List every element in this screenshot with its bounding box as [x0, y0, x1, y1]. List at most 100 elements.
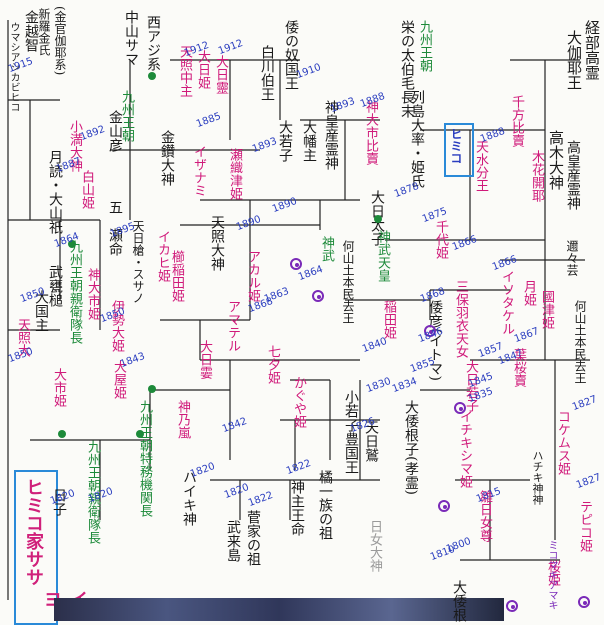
name-shiragi: 新羅金氏: [37, 8, 51, 56]
name-kotoyo: 小若子豊国王: [343, 390, 359, 474]
name-col2-pink-2: 大屋姫: [111, 360, 126, 399]
name-takagi: 高木大神: [547, 130, 565, 190]
name-kamiyo: ミコマキアマキ: [546, 540, 557, 610]
name-col3-pink-8: アマテル: [225, 300, 240, 352]
name-right-pink-1: 千方比賣: [509, 95, 524, 147]
name-buke: 武来島: [225, 520, 241, 562]
name-daikoku: 大国主: [33, 290, 49, 332]
marker-circle: [290, 258, 302, 270]
name-itsuse: 五 瀬命: [107, 200, 123, 256]
name-dai: 大倭根: [451, 580, 467, 622]
name-kyushu-dynasty-2: 九州王朝: [417, 20, 432, 72]
name-wakebu: 九州王朝特務機関長: [137, 400, 152, 517]
name-daikei: 大幡主: [301, 120, 317, 162]
name-nakayama: 中山サマ: [123, 10, 139, 66]
name-col4-pink-2: 七夕姫: [265, 345, 280, 384]
name-left-pink-1: 天照大: [15, 318, 30, 357]
name-right-pink-5: 國津姫: [539, 290, 554, 329]
name-nibu: 邇々芸: [565, 240, 579, 276]
marker-circle: [424, 325, 436, 337]
marker-circle: [438, 500, 450, 512]
name-yamato-hiko: 倭彦(イトマ): [427, 300, 443, 381]
name-right-pink-6: 葉桜賣: [511, 348, 526, 387]
name-kanesan: 金山彦: [107, 110, 123, 152]
name-himiko-left: 日子: [51, 488, 67, 516]
name-kamumi: 神皇産霊神: [323, 100, 339, 170]
name-nishi: 西アジ系: [145, 15, 161, 71]
name-takemika: 武甕槌: [47, 265, 63, 307]
name-col3-pink-7: イカヒ姫: [155, 230, 170, 282]
name-shinnushi: 神主王命: [289, 480, 305, 536]
name-daigaya: 大伽耶王: [565, 30, 583, 90]
name-col4-pink-1: アカル姫: [245, 250, 260, 302]
name-col3-pink-1: 天照中主: [177, 45, 192, 97]
name-col3-pink-5: 瀬織津姫: [227, 148, 242, 200]
name-kyushu-dynasty-1: 九州王朝: [119, 90, 134, 142]
name-col5-pink-7: 雛日女尊: [477, 490, 492, 542]
name-tachibana: 橘一族の祖: [317, 470, 333, 540]
name-umasashi: ウマシアシカビヒコ: [8, 22, 19, 112]
name-takami: 高皇産霊神: [565, 140, 581, 210]
marker-circle: [312, 290, 324, 302]
name-left-pink-4: 大市姫: [51, 368, 66, 407]
name-kishu: 大倭根子(孝霊): [403, 400, 419, 495]
name-col3-pink-10: 神乃嵐: [175, 400, 190, 439]
name-col5-pink-2: 稲田姫: [381, 300, 396, 339]
name-col4-pink-3: かぐや姫: [291, 376, 306, 428]
photo-strip: [54, 598, 504, 621]
name-hachiki: ハチキ神神: [531, 450, 544, 505]
name-col4-green: 神武: [319, 236, 334, 262]
himiko-family-label: ヒミコ家ササ: [23, 478, 44, 586]
name-kinkan: (金官伽耶系): [53, 6, 67, 76]
name-col3-pink-9: 大日孁: [197, 340, 212, 379]
name-col5-pink-5: イチキシマ姫: [457, 410, 472, 488]
name-col5-pink-4: 大日若子: [463, 360, 478, 412]
name-col5-pink-1: 神大市比賣: [363, 100, 378, 165]
name-kamutake: 神武天皇: [375, 230, 390, 282]
name-right-pink-4: 月姫: [521, 280, 536, 306]
name-tsukuyomi: 月読・大山祇: [47, 150, 63, 234]
green-dot: [68, 240, 76, 248]
name-tepiko: テピコ姫: [577, 500, 592, 552]
name-kyushu-guard-2: 九州王朝親衛隊長: [85, 440, 100, 544]
name-col5-pink-8: 天水分王: [473, 140, 488, 192]
name-col3-pink-6: 櫛稲田姫: [169, 250, 184, 302]
name-yamato-ou: 倭の奴国王: [283, 20, 299, 90]
name-hinogo: 天日槍・スサノ: [131, 220, 145, 304]
marker-circle: [578, 596, 590, 608]
green-dot: [58, 430, 66, 438]
name-hainomiya: ハイキ神: [181, 470, 197, 526]
name-col5-pink-3: 三保羽衣天女: [453, 280, 468, 358]
green-dot: [148, 72, 156, 80]
name-col5-pink-6: 千代姫: [433, 220, 448, 259]
name-kinkou: 金鑽大神: [159, 130, 175, 186]
name-takemikazuchi: 何山土本民去王: [341, 240, 355, 324]
name-dainhonkai: 栄の太伯毛長末: [399, 20, 415, 118]
name-himesan: 日女大神: [367, 520, 382, 572]
marker-circle: [454, 402, 466, 414]
name-left-pink-2: 小満大神: [67, 120, 82, 172]
name-daijou: 大若子: [277, 120, 293, 162]
name-right-pink-7: 桜姫: [545, 560, 560, 586]
himiko-label: ヒミコ: [449, 128, 463, 164]
name-col3-pink-3: 大日靈: [213, 55, 228, 94]
name-kamuyama-right: 何山土本民去王: [573, 300, 587, 384]
name-kamutate: 神大市姫: [85, 268, 100, 320]
name-col3-pink-4: イザナミ: [191, 145, 206, 197]
name-sugawara: 菅家の祖: [245, 510, 261, 566]
name-keibu: 経部高霊: [583, 20, 601, 80]
himiko-highlight-box: [444, 123, 474, 177]
green-dot: [148, 385, 156, 393]
name-amaterasu: 天照大神: [209, 215, 225, 271]
name-retto: 列島大率・姫氏: [409, 90, 425, 188]
green-dot: [374, 215, 382, 223]
name-col2-pink-1: 伊勢大姫: [109, 300, 124, 352]
name-kokemusu: コケムス姫: [555, 410, 570, 475]
name-shirakawa: 白川伯王: [259, 45, 275, 101]
marker-circle: [506, 600, 518, 612]
name-kinetsu: 金越智: [23, 10, 39, 52]
name-col3-pink-2: 大日姫: [195, 50, 210, 89]
name-left-pink-3: 白山姫: [79, 170, 94, 209]
green-dot: [136, 430, 144, 438]
